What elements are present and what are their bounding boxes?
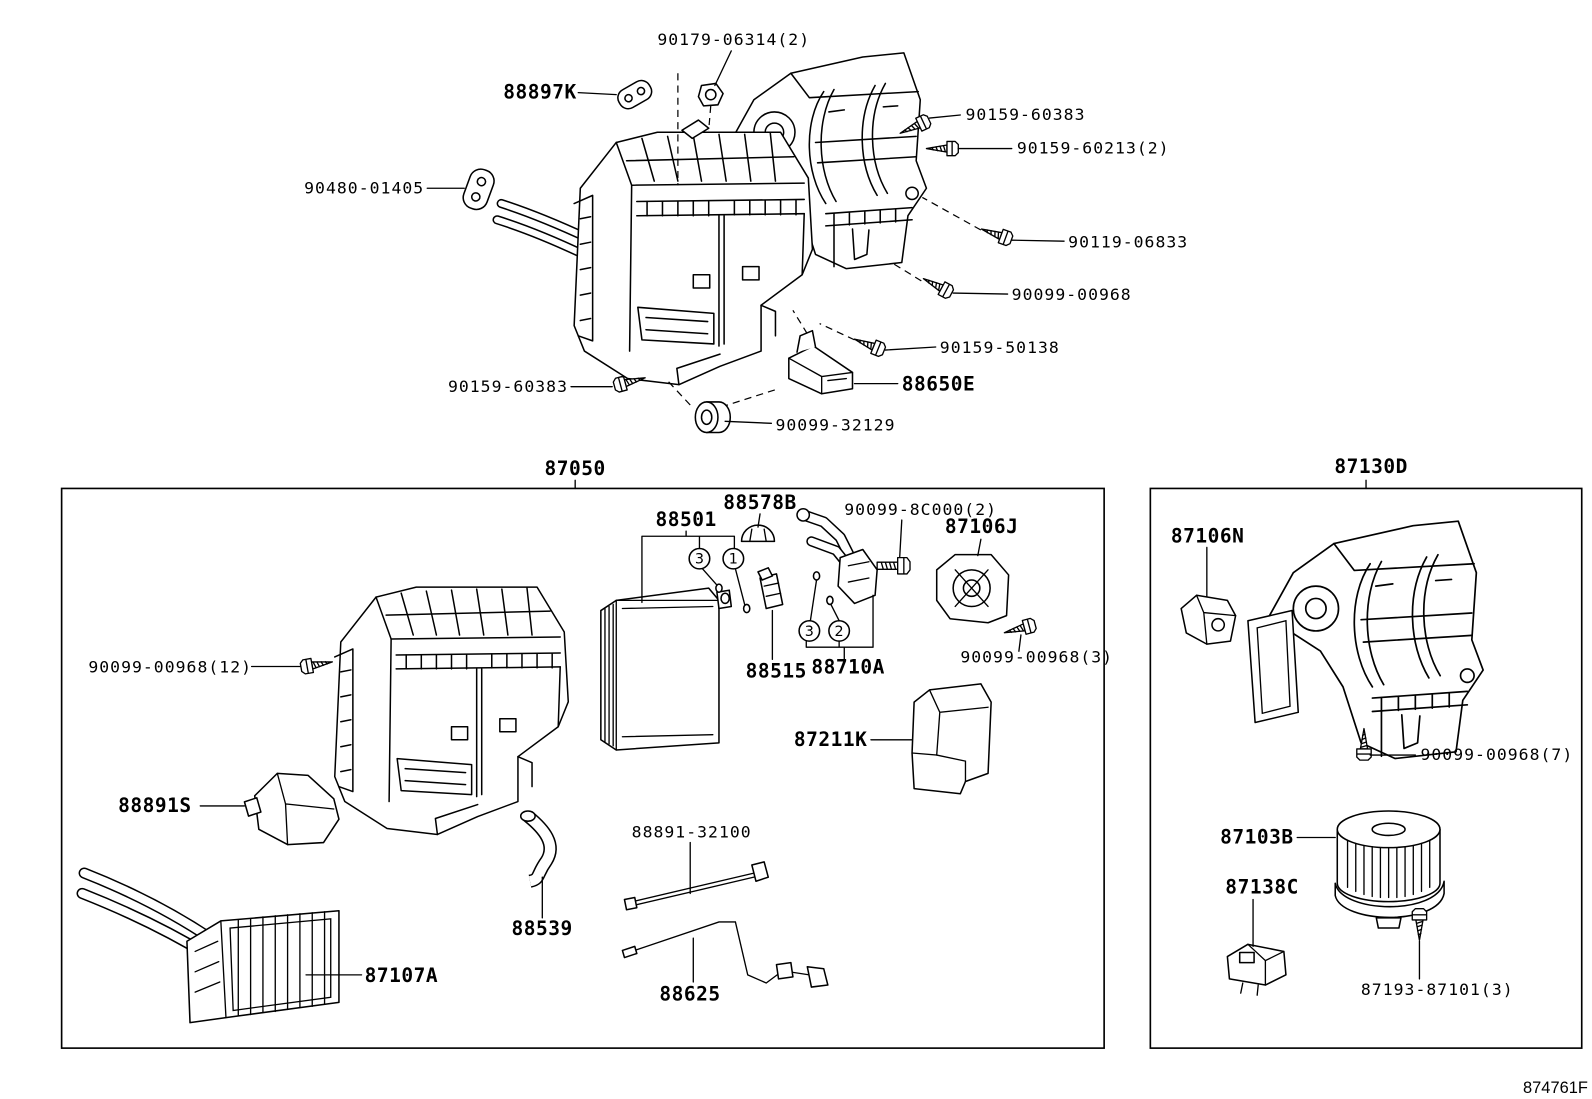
top-assembly: 90179-06314(2) 88897K 90159-60383 90159-… bbox=[304, 30, 1188, 435]
duct-87211k bbox=[911, 683, 992, 795]
blower-unit-box: 87130D bbox=[1149, 455, 1583, 1049]
label-87106n: 87106N bbox=[1171, 524, 1245, 547]
label-87106j: 87106J bbox=[945, 515, 1019, 538]
wire-88891-32100 bbox=[623, 861, 770, 911]
label-88539: 88539 bbox=[511, 917, 572, 940]
screw-87193-87101 bbox=[1411, 908, 1428, 941]
figure-code: 874761F bbox=[1523, 1079, 1588, 1097]
heater-core-87107a bbox=[76, 867, 340, 1024]
label-87193-87101: 87193-87101(3) bbox=[1361, 980, 1514, 999]
label-90179-06314: 90179-06314(2) bbox=[657, 30, 810, 49]
label-87211k: 87211K bbox=[794, 728, 868, 751]
label-88891s: 88891S bbox=[118, 794, 192, 817]
circled-ref-2-valve: 2 bbox=[835, 624, 844, 640]
servo-87106n bbox=[1180, 594, 1237, 645]
label-88891-32100: 88891-32100 bbox=[632, 823, 752, 842]
bracket-88891s bbox=[243, 772, 340, 846]
heater-unit-box: 87050 bbox=[60, 457, 1113, 1049]
label-90099-8c000: 90099-8C000(2) bbox=[844, 500, 997, 519]
screw-90099-00968 bbox=[919, 271, 956, 301]
resistor-87138c bbox=[1226, 943, 1287, 996]
hose-88539 bbox=[519, 810, 557, 888]
screw-90099-00968-3 bbox=[1001, 616, 1038, 641]
blower-motor-87103b bbox=[1334, 810, 1445, 929]
label-88650e: 88650E bbox=[902, 373, 976, 396]
label-90099-00968-7: 90099-00968(7) bbox=[1420, 745, 1573, 764]
label-90159-60383-bottom: 90159-60383 bbox=[448, 377, 568, 396]
heater-box-leader-lines bbox=[199, 513, 1022, 983]
label-87138c: 87138C bbox=[1225, 876, 1299, 899]
heater-case bbox=[333, 586, 570, 836]
label-90159-50138: 90159-50138 bbox=[940, 338, 1060, 357]
screw-90159-50138 bbox=[851, 331, 888, 359]
label-90099-00968: 90099-00968 bbox=[1012, 285, 1132, 304]
screw-90099-00968-12 bbox=[299, 654, 335, 676]
label-90119-06833: 90119-06833 bbox=[1068, 232, 1188, 251]
heater-box-title: 87050 bbox=[545, 457, 606, 480]
label-88578b: 88578B bbox=[723, 491, 797, 514]
gasket-88897k bbox=[617, 79, 653, 110]
o-rings bbox=[715, 571, 834, 614]
circled-refs: 3 1 3 2 bbox=[688, 547, 851, 642]
circled-ref-3-evap: 3 bbox=[695, 552, 704, 568]
top-leader-lines bbox=[426, 50, 1065, 424]
screw-90159-60213 bbox=[925, 140, 959, 157]
screw-90119-06833 bbox=[978, 221, 1015, 248]
blower-case bbox=[1267, 520, 1484, 760]
blower-box-title: 87130D bbox=[1334, 455, 1408, 478]
evaporator-88501 bbox=[600, 587, 733, 751]
blower-intake-frame bbox=[1247, 609, 1300, 724]
label-87103b: 87103B bbox=[1220, 826, 1294, 849]
nut-90179-06314 bbox=[697, 82, 724, 107]
blower-box-leader-lines bbox=[1206, 546, 1421, 980]
top-pipes bbox=[492, 198, 593, 259]
callout-brackets bbox=[641, 530, 874, 661]
label-87107a: 87107A bbox=[365, 964, 439, 987]
label-90480-01405: 90480-01405 bbox=[304, 178, 424, 197]
label-88625: 88625 bbox=[659, 982, 720, 1005]
label-88501: 88501 bbox=[655, 508, 716, 531]
label-88515: 88515 bbox=[746, 660, 807, 683]
top-pipe-stub bbox=[681, 119, 710, 140]
top-dashed-lines bbox=[665, 73, 982, 408]
circled-ref-3-valve: 3 bbox=[805, 624, 814, 640]
label-90099-32129: 90099-32129 bbox=[775, 416, 895, 435]
cap-88578b bbox=[740, 524, 776, 543]
label-90099-00968-3: 90099-00968(3) bbox=[960, 648, 1113, 667]
bolt-90099-8c000 bbox=[876, 556, 911, 575]
sensor-88625 bbox=[621, 921, 829, 988]
label-88710a: 88710A bbox=[811, 656, 885, 679]
label-90099-00968-12: 90099-00968(12) bbox=[88, 658, 252, 677]
part-88650e bbox=[788, 329, 854, 395]
label-88897k: 88897K bbox=[503, 81, 577, 104]
heater-box-frame bbox=[60, 487, 1105, 1049]
label-90159-60383-top: 90159-60383 bbox=[965, 105, 1085, 124]
grommet-90099-32129 bbox=[694, 401, 731, 434]
gasket-90480-01405 bbox=[462, 168, 495, 211]
label-90159-60213: 90159-60213(2) bbox=[1017, 139, 1170, 158]
thermistor-88515 bbox=[757, 567, 784, 610]
servo-87106j bbox=[935, 553, 1010, 624]
top-heater-case bbox=[573, 131, 814, 386]
valve-88710a bbox=[796, 508, 878, 605]
circled-ref-1-evap: 1 bbox=[729, 552, 738, 568]
